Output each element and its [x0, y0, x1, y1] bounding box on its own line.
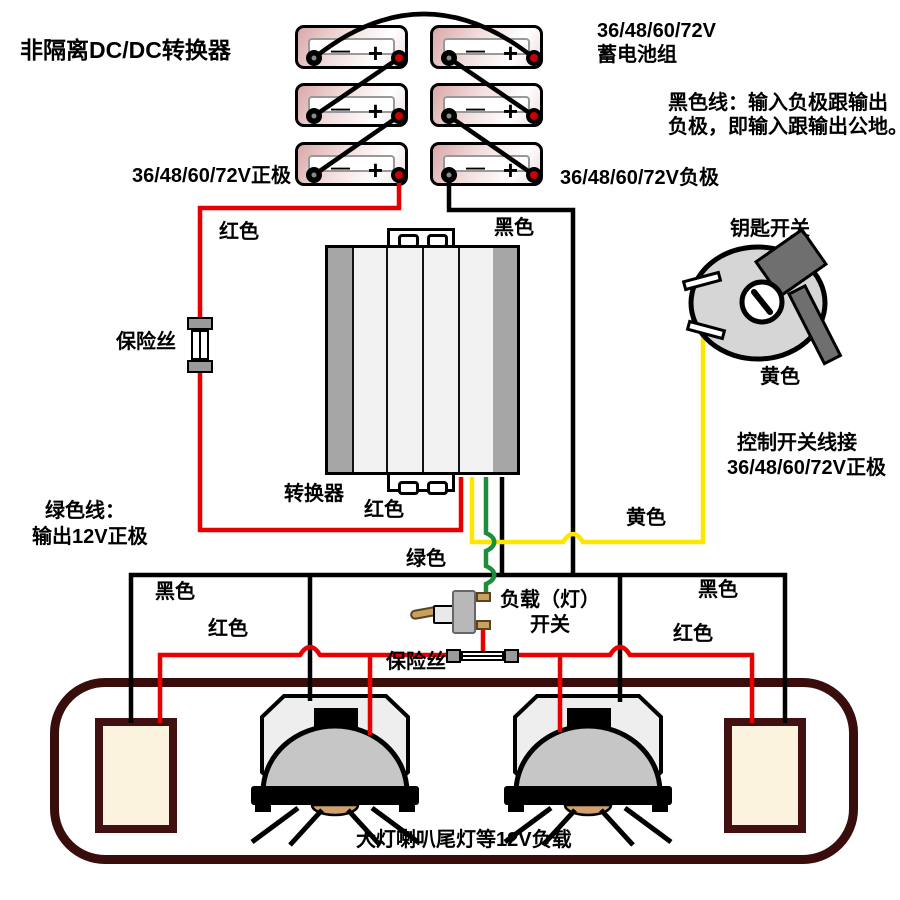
toggle-tab-top	[476, 592, 491, 602]
keyhole-slash	[751, 289, 773, 315]
label-battery-pack-2: 蓄电池组	[597, 44, 677, 66]
label-green: 绿色	[406, 548, 446, 570]
note-green-wire-1: 绿色线：	[45, 500, 125, 522]
dc-dc-converter	[325, 245, 520, 475]
label-key-switch: 钥匙开关	[730, 218, 810, 240]
label-yellow-key: 黄色	[760, 366, 800, 388]
label-yellow-mid: 黄色	[626, 507, 666, 529]
note-green-wire-2: 输出12V正极	[32, 526, 148, 548]
minus-sign: —	[331, 41, 350, 62]
label-red-right: 红色	[673, 623, 713, 645]
minus-sign: —	[466, 99, 485, 120]
minus-sign: —	[331, 99, 350, 120]
battery-3: —+	[295, 83, 408, 127]
key-stem	[786, 283, 843, 366]
battery-5: —+	[295, 142, 408, 186]
note-black-wire-2: 负极，即输入跟输出公地。	[668, 116, 900, 138]
fuse-element	[199, 332, 201, 358]
battery-6: —+	[430, 142, 543, 186]
fuse-tube	[461, 651, 504, 661]
label-load-area: 大灯喇叭尾灯等12V负载	[356, 829, 572, 851]
fuse-left	[187, 317, 213, 373]
label-positive: 36/48/60/72V正极	[132, 165, 291, 187]
label-battery-pack-1: 36/48/60/72V	[597, 20, 716, 42]
fuse-element	[463, 655, 502, 657]
label-load-switch-1: 负载（灯）	[500, 589, 600, 611]
label-red-mid: 红色	[364, 499, 404, 521]
key-slot-lower	[685, 319, 727, 341]
key-switch-body	[688, 244, 828, 362]
plus-sign: +	[502, 155, 518, 185]
minus-sign: —	[466, 158, 485, 179]
plus-sign: +	[367, 155, 383, 185]
battery-2: —+	[430, 25, 543, 69]
battery-1: —+	[295, 25, 408, 69]
green-output-wire	[483, 477, 497, 592]
note-black-wire-1: 黑色线：输入负极跟输出	[668, 92, 888, 114]
fuse-bottom	[446, 649, 519, 663]
page-title: 非隔离DC/DC转换器	[20, 37, 231, 63]
fuse-cap	[446, 649, 461, 663]
plus-sign: +	[367, 38, 383, 68]
key-slot-upper	[681, 270, 723, 292]
load-left-taillight	[95, 718, 177, 833]
label-red-left: 红色	[208, 618, 248, 640]
label-negative: 36/48/60/72V负极	[560, 167, 719, 189]
load-toggle-switch	[452, 590, 476, 634]
key-switch	[681, 227, 843, 366]
fuse-cap	[504, 649, 519, 663]
battery-4: —+	[430, 83, 543, 127]
note-control-2: 36/48/60/72V正极	[727, 457, 886, 479]
fuse-cap	[187, 360, 213, 373]
keyhole	[739, 279, 785, 325]
fuse-tube	[191, 330, 209, 360]
label-black-right: 黑色	[698, 579, 738, 601]
label-black-left: 黑色	[155, 581, 195, 603]
plus-sign: +	[367, 96, 383, 126]
minus-sign: —	[331, 158, 350, 179]
mount-slot	[427, 481, 448, 495]
label-red-top: 红色	[219, 221, 259, 243]
minus-sign: —	[466, 41, 485, 62]
label-black-top: 黑色	[494, 217, 534, 239]
converter-bottom-flange	[387, 472, 455, 495]
label-fuse-bottom: 保险丝	[386, 651, 446, 673]
note-control-1: 控制开关线接	[737, 432, 857, 454]
plus-sign: +	[502, 38, 518, 68]
label-fuse-left: 保险丝	[116, 331, 176, 353]
label-load-switch-2: 开关	[530, 614, 570, 636]
fuse-cap	[187, 317, 213, 330]
mount-slot	[398, 481, 419, 495]
load-right-taillight	[724, 718, 806, 833]
label-converter: 转换器	[284, 483, 344, 505]
toggle-collar	[433, 605, 454, 624]
toggle-tab-bottom	[476, 620, 491, 630]
plus-sign: +	[502, 96, 518, 126]
